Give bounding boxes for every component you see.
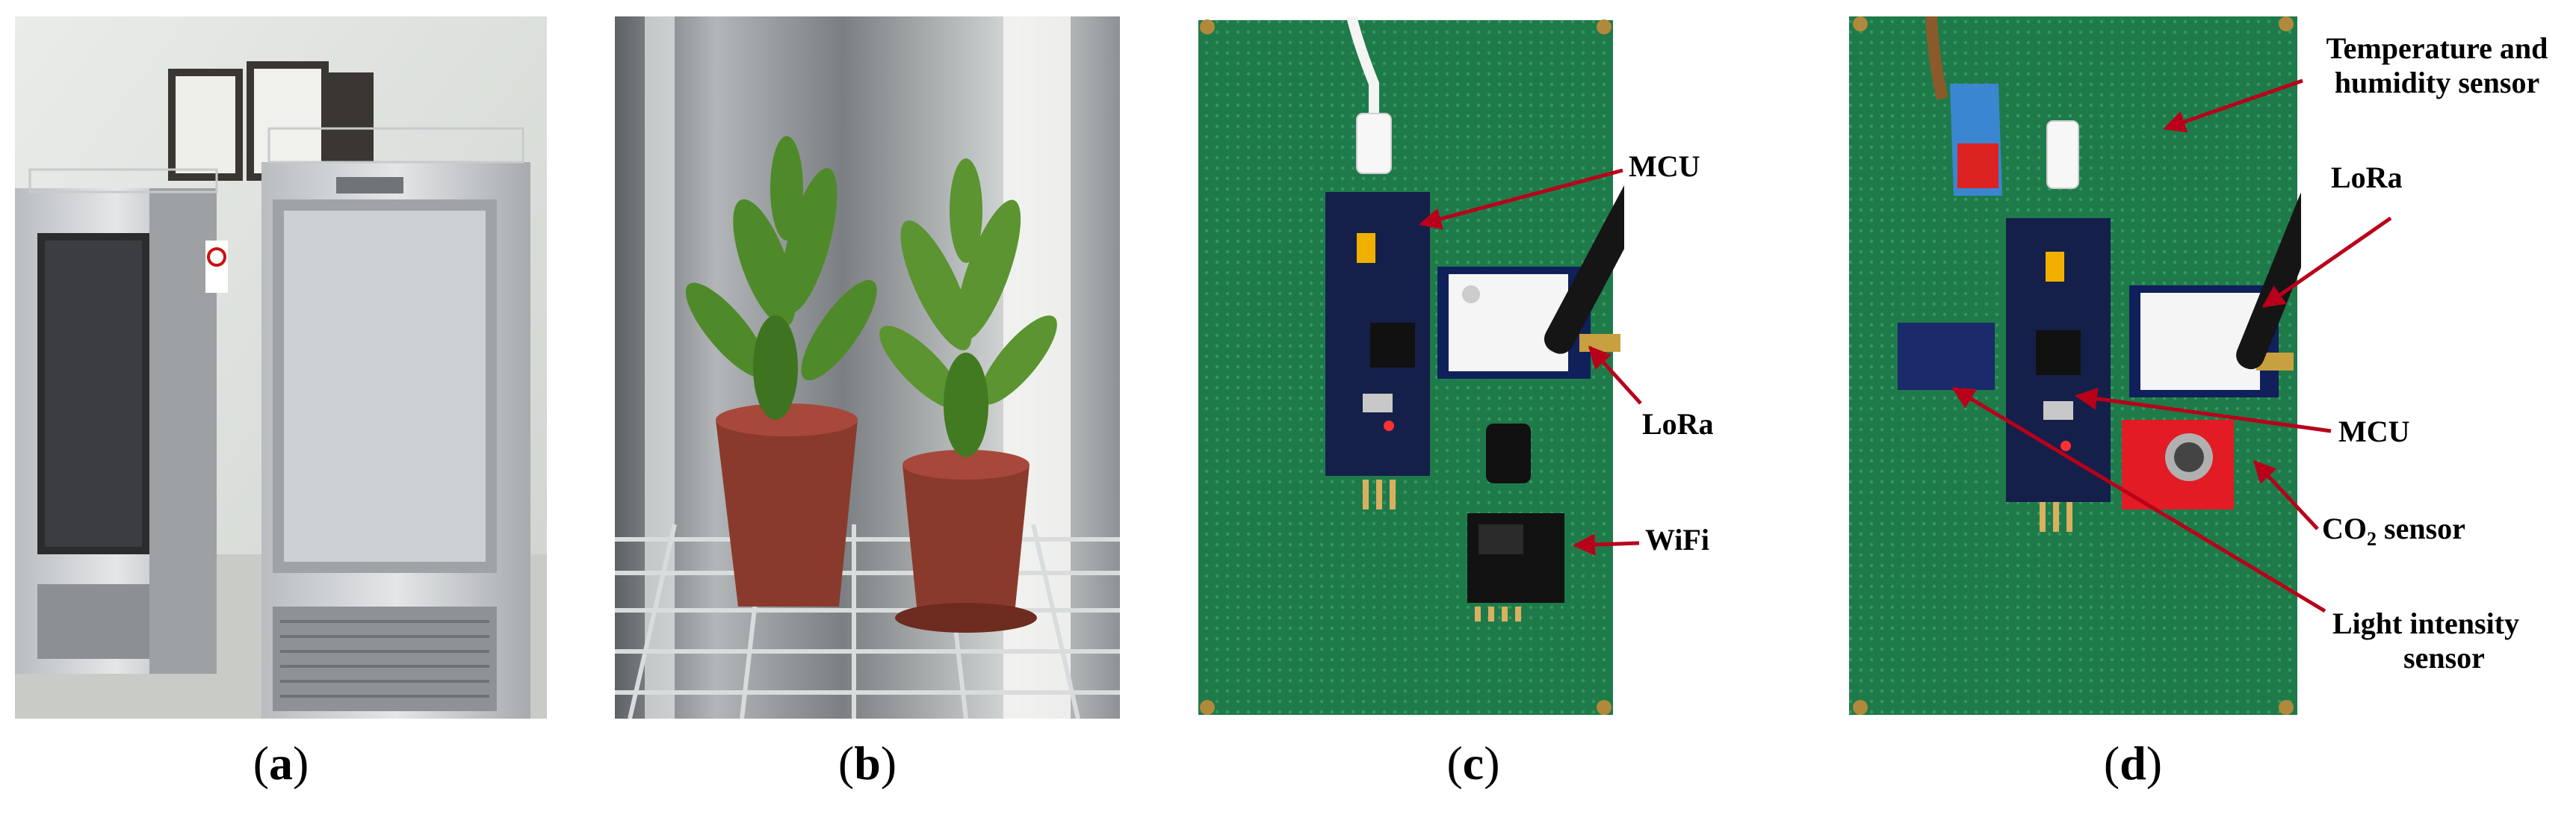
panel-c-photo: [1191, 16, 1624, 719]
label-d-light-intensity: Light intensity sensor: [2332, 607, 2520, 675]
caption-b: (b): [837, 737, 897, 790]
label-d-temp-humidity: Temperature and humidity sensor: [2326, 31, 2548, 99]
label-d-lora: LoRa: [2331, 161, 2403, 194]
label-d-co2: CO2 sensor: [2322, 512, 2465, 550]
caption-c: (c): [1446, 737, 1500, 790]
label-c-lora: LoRa: [1642, 407, 1714, 441]
panel-b-photo: [615, 16, 1120, 719]
panel-a-photo: [15, 16, 547, 719]
label-c-mcu: MCU: [1629, 149, 1700, 183]
caption-d: (d): [2103, 737, 2163, 790]
label-c-wifi: WiFi: [1645, 523, 1709, 557]
label-d-mcu: MCU: [2338, 415, 2410, 448]
caption-a: (a): [253, 737, 309, 790]
panel-d-photo: [1845, 16, 2301, 719]
